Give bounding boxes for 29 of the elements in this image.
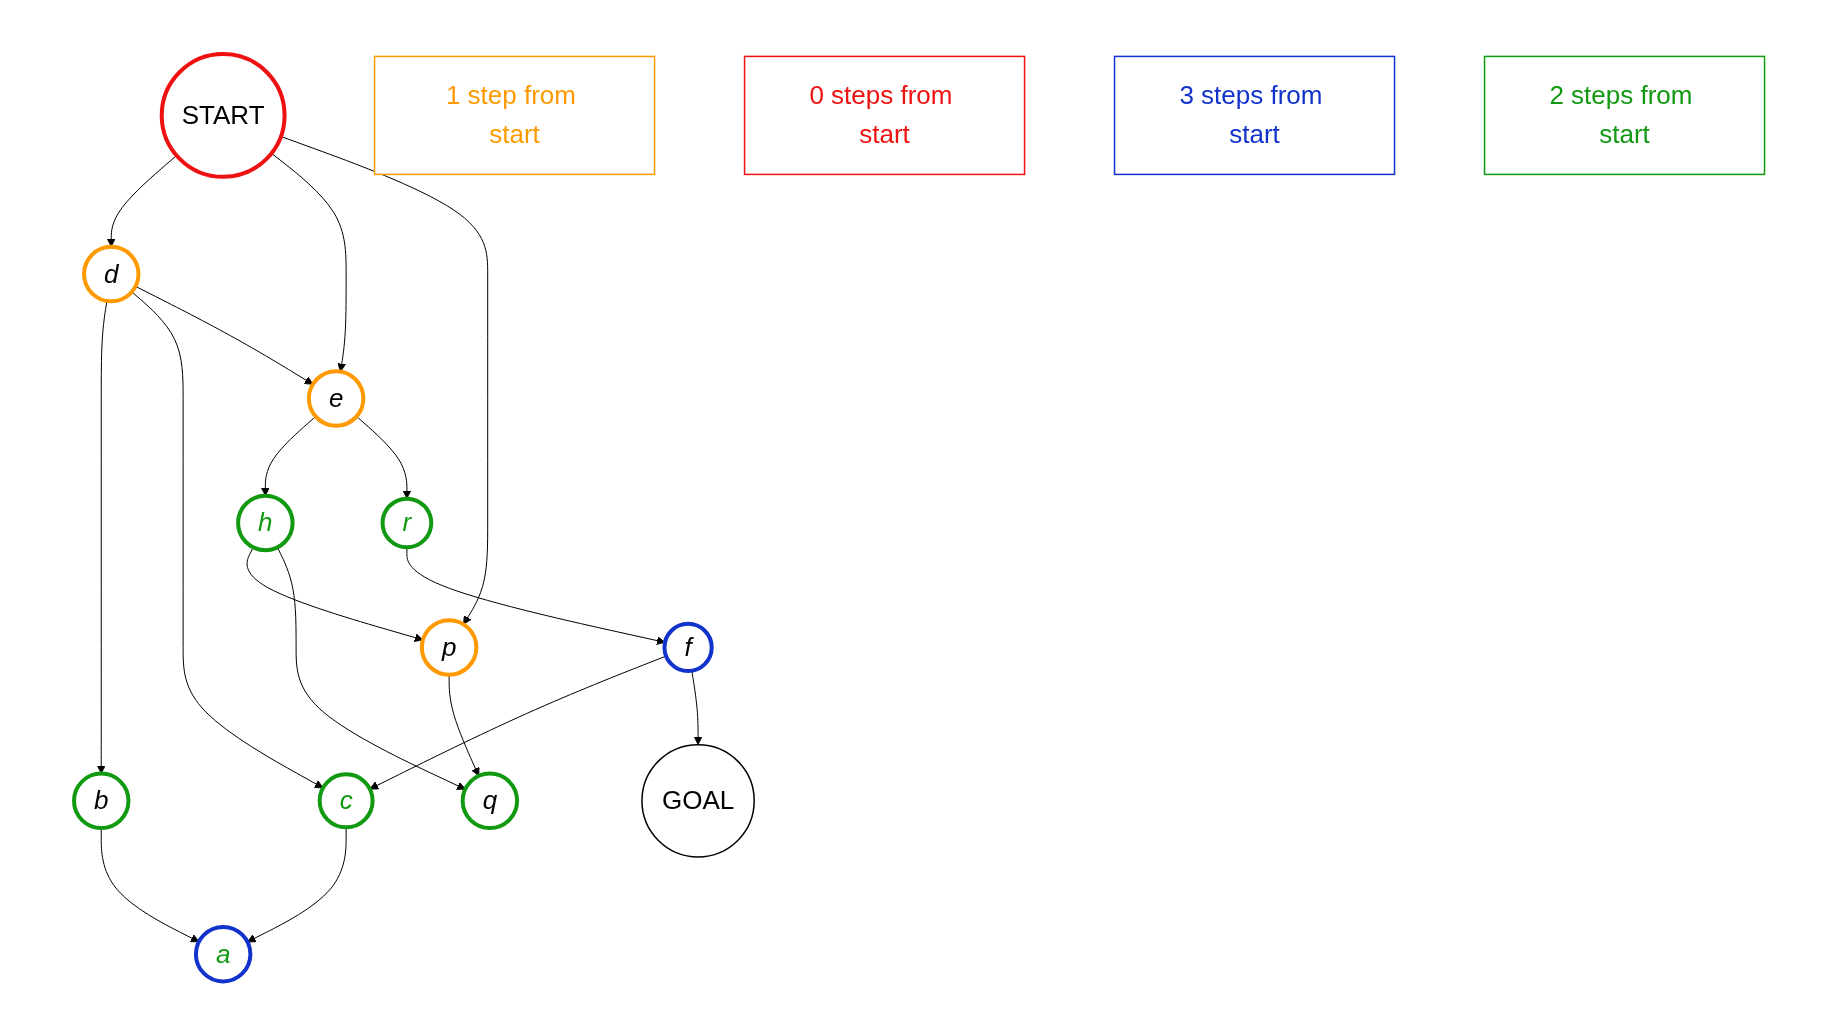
node-circle: c [317, 772, 375, 830]
arrow [356, 415, 412, 499]
node-circle: START [159, 51, 287, 179]
node-circle: p [420, 618, 479, 677]
arrow [97, 300, 108, 774]
node-box: 0 steps from start [744, 55, 1026, 175]
node-circle: GOAL [641, 743, 756, 858]
arrow [131, 291, 324, 789]
arrow [448, 674, 480, 777]
arrow [100, 827, 200, 942]
node-circle: h [236, 493, 295, 552]
node-circle: e [307, 369, 366, 428]
arrow [261, 415, 317, 496]
node-circle: b [72, 771, 131, 830]
arrow [246, 546, 424, 642]
node-circle: q [460, 771, 520, 830]
arrow [271, 152, 347, 372]
node-circle: r [380, 496, 434, 550]
node-circle: d [82, 244, 141, 304]
node-circle: f [662, 621, 714, 673]
node-box: 1 step from start [374, 55, 656, 175]
arrow [135, 285, 314, 385]
arrow [107, 154, 178, 247]
node-box: 2 steps from start [1484, 55, 1766, 175]
arrow [247, 826, 347, 943]
arrow [280, 135, 489, 625]
arrow [691, 670, 703, 745]
node-box: 3 steps from start [1114, 55, 1396, 175]
node-circle: a [194, 924, 253, 984]
